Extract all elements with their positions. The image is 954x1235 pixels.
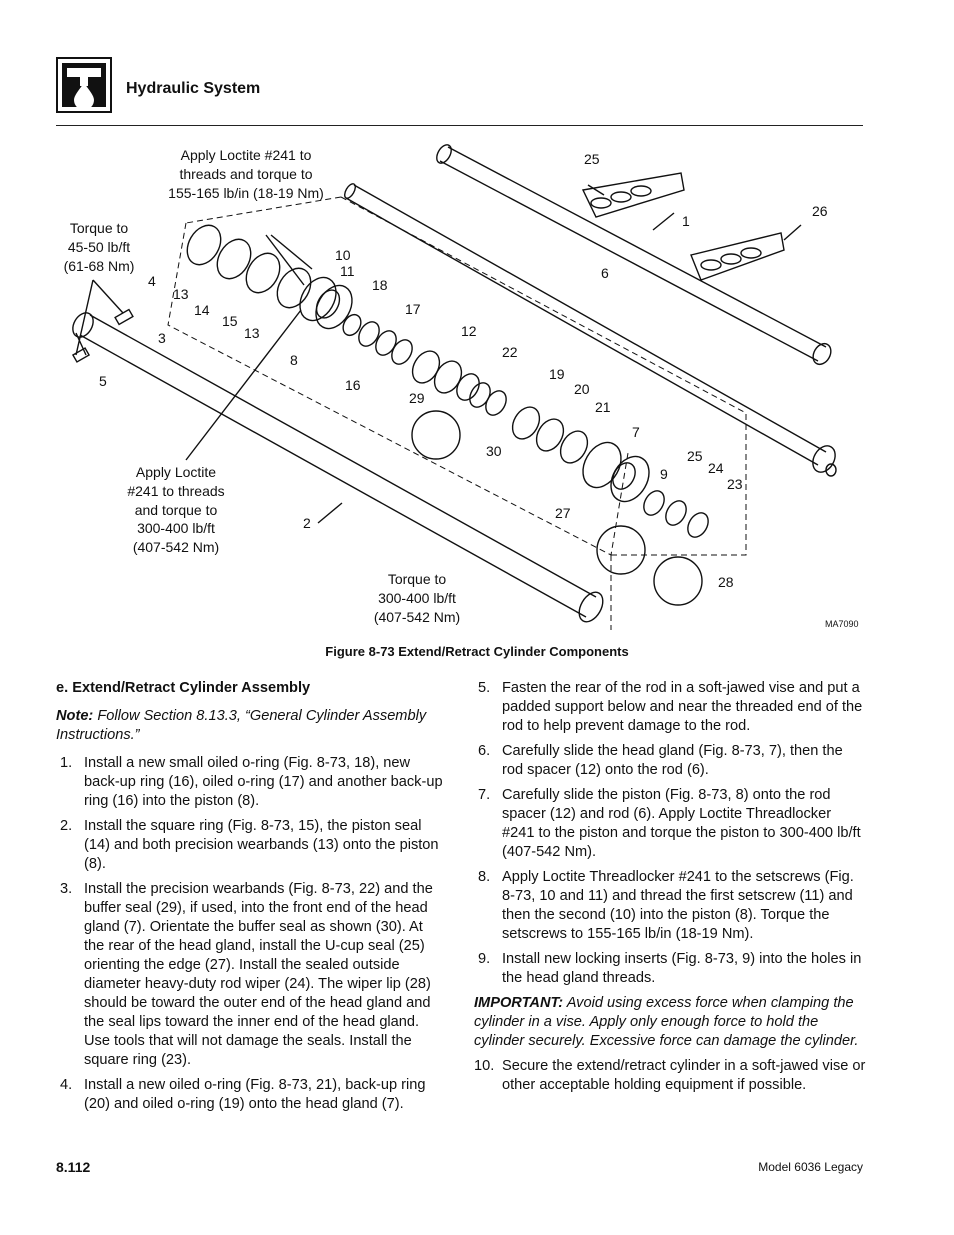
part-number: 17	[405, 301, 421, 317]
part-number: 6	[601, 265, 609, 281]
part-number: 21	[595, 399, 611, 415]
part-number: 20	[574, 381, 590, 397]
important-paragraph: IMPORTANT: Avoid using excess force when…	[474, 994, 866, 1051]
callout-fitting-line1: Torque to	[70, 220, 129, 236]
part-number: 16	[345, 377, 361, 393]
part-number: 11	[340, 263, 355, 279]
page-number: 8.112	[56, 1159, 91, 1175]
cylinder-parts-drawing: Apply Loctite #241 to threads and torque…	[64, 144, 859, 630]
part-number: 25	[584, 151, 600, 167]
step-text: Install a new small oiled o-ring (Fig. 8…	[84, 755, 443, 809]
step-text: Install a new oiled o-ring (Fig. 8-73, 2…	[84, 1077, 426, 1112]
model-label: Model 6036 Legacy	[758, 1160, 863, 1174]
callout-setscrew-line3: 155-165 lb/in (18-19 Nm)	[168, 185, 324, 201]
drawing-id: MA7090	[825, 619, 859, 629]
step-text: Install new locking inserts (Fig. 8-73, …	[502, 951, 862, 986]
part-number: 10	[335, 247, 351, 263]
rod-6	[344, 183, 837, 477]
step-6: 6. Carefully slide the head gland (Fig. 8…	[474, 742, 866, 780]
part-number: 12	[461, 323, 477, 339]
part-number: 18	[372, 277, 388, 293]
callout-fitting-line3: (61-68 Nm)	[64, 258, 135, 274]
step-4: 4. Install a new oiled o-ring (Fig. 8-73,…	[56, 1076, 446, 1114]
step-1: 1. Install a new small oiled o-ring (Fig.…	[56, 754, 446, 811]
step-7: 7. Carefully slide the piston (Fig. 8-73,…	[474, 786, 866, 862]
callout-piston-line3: and torque to	[135, 502, 218, 518]
step-number: 5.	[478, 680, 491, 696]
step-number: 9.	[478, 951, 491, 967]
part-number: 5	[99, 373, 107, 389]
step-text: Fasten the rear of the rod in a soft-jaw…	[502, 680, 863, 734]
figure-caption: Figure 8-73 Extend/Retract Cylinder Comp…	[325, 644, 629, 659]
step-8: 8. Apply Loctite Threadlocker #241 to the…	[474, 868, 866, 944]
callout-gland-line2: 300-400 lb/ft	[378, 590, 456, 606]
exploded-view-figure: Apply Loctite #241 to threads and torque…	[56, 135, 866, 645]
part-number: 3	[158, 330, 166, 346]
step-number: 1.	[60, 755, 73, 771]
barrel-1	[436, 144, 832, 366]
subheading: e. Extend/Retract Cylinder Assembly	[56, 680, 311, 696]
callout-gland-line1: Torque to	[388, 571, 447, 587]
note-paragraph: Note: Follow Section 8.13.3, “General Cy…	[56, 707, 446, 745]
left-column: e. Extend/Retract Cylinder Assembly Note…	[56, 679, 446, 1120]
part-number: 7	[632, 424, 640, 440]
step-number: 6.	[478, 743, 491, 759]
part-number: 1	[682, 213, 690, 229]
part-number: 30	[486, 443, 502, 459]
header-divider	[56, 125, 863, 126]
step-number: 10.	[474, 1058, 495, 1074]
note-label: Note:	[56, 708, 94, 724]
tube-2	[72, 312, 604, 623]
step-number: 7.	[478, 787, 491, 803]
step-10: 10. Secure the extend/retract cylinder in…	[474, 1057, 866, 1095]
part-number: 28	[718, 574, 734, 590]
step-5: 5. Fasten the rear of the rod in a soft-j…	[474, 679, 866, 736]
step-text: Apply Loctite Threadlocker #241 to the s…	[502, 869, 854, 942]
part-number: 25	[687, 448, 703, 464]
callout-piston-line1: Apply Loctite	[136, 464, 216, 480]
part-number: 4	[148, 273, 156, 289]
callout-fitting-line2: 45-50 lb/ft	[68, 239, 130, 255]
part-number: 2	[303, 515, 311, 531]
part-number: 14	[194, 302, 210, 318]
important-label: IMPORTANT:	[474, 995, 564, 1011]
important-text: Avoid using excess force when clamping t…	[474, 995, 859, 1049]
step-text: Install the square ring (Fig. 8-73, 15),…	[84, 818, 439, 872]
callout-piston-line5: (407-542 Nm)	[133, 539, 219, 555]
part-number: 26	[812, 203, 828, 219]
step-2: 2. Install the square ring (Fig. 8-73, 15…	[56, 817, 446, 874]
step-text: Carefully slide the head gland (Fig. 8-7…	[502, 743, 843, 778]
part-number: 9	[660, 466, 668, 482]
callout-piston-line2: #241 to threads	[127, 483, 224, 499]
part-number: 13	[244, 325, 260, 341]
callout-gland-line3: (407-542 Nm)	[374, 609, 460, 625]
part-number: 15	[222, 313, 238, 329]
step-number: 8.	[478, 869, 491, 885]
step-text: Carefully slide the piston (Fig. 8-73, 8…	[502, 787, 861, 860]
part-number: 29	[409, 390, 425, 406]
step-text: Install the precision wearbands (Fig. 8-…	[84, 881, 433, 1068]
step-number: 2.	[60, 818, 73, 834]
step-number: 4.	[60, 1077, 73, 1093]
right-column: 5. Fasten the rear of the rod in a soft-j…	[474, 679, 866, 1101]
part-number: 23	[727, 476, 743, 492]
callout-piston-line4: 300-400 lb/ft	[137, 520, 215, 536]
callout-setscrew-line2: threads and torque to	[179, 166, 312, 182]
hydraulic-section-icon	[56, 57, 112, 113]
callout-setscrew-line1: Apply Loctite #241 to	[181, 147, 312, 163]
part-number: 19	[549, 366, 565, 382]
part-number: 8	[290, 352, 298, 368]
step-text: Secure the extend/retract cylinder in a …	[502, 1058, 866, 1093]
part-number: 24	[708, 460, 724, 476]
step-9: 9. Install new locking inserts (Fig. 8-73…	[474, 950, 866, 988]
step-number: 3.	[60, 881, 73, 897]
section-title: Hydraulic System	[126, 80, 261, 97]
part-number: 13	[173, 286, 189, 302]
part-number: 22	[502, 344, 518, 360]
step-3: 3. Install the precision wearbands (Fig. …	[56, 880, 446, 1070]
part-number: 27	[555, 505, 571, 521]
note-text: Follow Section 8.13.3, “General Cylinder…	[56, 708, 427, 743]
